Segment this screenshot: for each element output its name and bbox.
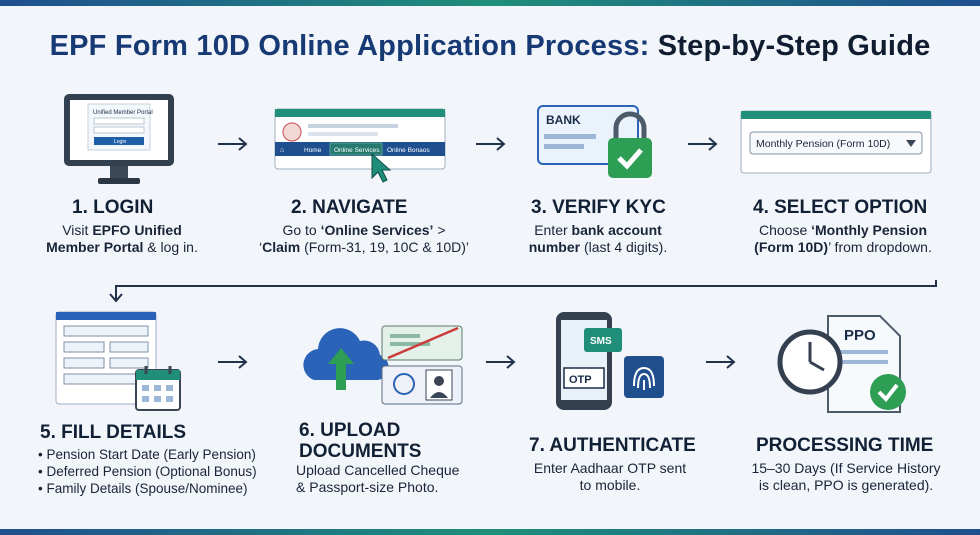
page-title: EPF Form 10D Online Application Process:… xyxy=(0,30,980,63)
step6-desc-line1: Upload Cancelled Cheque xyxy=(296,462,460,478)
bottom-accent-bar xyxy=(0,529,980,535)
portal-screen-title: Unified Member Portal xyxy=(93,110,153,116)
step3-desc-text: Enter xyxy=(534,222,572,238)
step2-desc: Go to ‘Online Services’ > ‘Claim (Form-3… xyxy=(244,222,484,256)
otp-label: OTP xyxy=(569,374,592,386)
calendar-icon xyxy=(135,366,181,411)
step8-desc-line1: 15–30 Days (If Service History xyxy=(751,460,941,476)
step1-desc-text: Visit xyxy=(62,222,93,238)
step6-title-line2: DOCUMENTS xyxy=(299,441,422,462)
step8-desc-line2: is clean, PPO is generated). xyxy=(758,477,934,493)
step6-title-line1: 6. UPLOAD xyxy=(299,420,401,441)
step6-desc-line2: & Passport-size Photo. xyxy=(296,479,439,495)
computer-icon: Unified Member Portal Login xyxy=(64,94,174,184)
bank-card-icon: BANK xyxy=(537,105,652,178)
dropdown-window-icon: Monthly Pension (Form 10D) xyxy=(740,110,932,174)
arrow-right-icon xyxy=(688,137,718,151)
step4-desc-bold2: (Form 10D) xyxy=(754,239,829,255)
cloud-upload-icon xyxy=(303,325,463,405)
arrow-right-icon xyxy=(476,137,506,151)
step3-desc-bold: bank account xyxy=(571,222,662,238)
step2-title: 2. NAVIGATE xyxy=(291,197,408,218)
step1-title: 1. LOGIN xyxy=(72,197,154,218)
step2-desc-text3: ‘ xyxy=(258,239,263,255)
step1-desc-bold2: Member Portal xyxy=(46,239,144,255)
step1-desc-bold: EPFO Unified xyxy=(92,222,182,238)
step2-desc-bold: ‘Online Services’ xyxy=(320,222,434,238)
step4-desc-text: Choose xyxy=(758,222,812,238)
step7-title: 7. AUTHENTICATE xyxy=(529,435,696,456)
step1-desc: Visit EPFO Unified Member Portal & log i… xyxy=(24,222,220,256)
title-part2: Step-by-Step Guide xyxy=(657,30,931,62)
top-accent-bar xyxy=(0,0,980,6)
list-item: Deferred Pension (Optional Bonus) xyxy=(38,463,278,480)
arrow-right-icon xyxy=(218,137,248,151)
title-part1: EPF Form 10D Online Application Process: xyxy=(49,30,650,62)
ppo-label: PPO xyxy=(844,327,876,344)
step3-desc-bold2: number xyxy=(528,239,581,255)
step3-title: 3. VERIFY KYC xyxy=(531,197,666,218)
step3-desc-text2: (last 4 digits). xyxy=(580,239,668,255)
arrow-right-icon xyxy=(218,355,248,369)
step6-title: 6. UPLOAD DOCUMENTS xyxy=(299,420,421,462)
step8-title: PROCESSING TIME xyxy=(756,435,934,456)
step6-desc: Upload Cancelled Cheque & Passport-size … xyxy=(296,462,486,496)
step5-bullets: Pension Start Date (Early Pension) Defer… xyxy=(38,446,278,497)
step2-desc-text2: > xyxy=(433,222,446,238)
nav-other-label: Online Bonaos xyxy=(387,147,430,154)
step7-desc-line1: Enter Aadhaar OTP sent xyxy=(533,460,687,476)
padlock-icon xyxy=(608,111,652,178)
step5-title: 5. FILL DETAILS xyxy=(40,422,187,443)
arrow-right-icon xyxy=(706,355,736,369)
step2-desc-bold2: Claim xyxy=(262,239,301,255)
checkmark-icon xyxy=(617,148,643,170)
browser-icon: ⌂ Home Online Services Online Bonaos xyxy=(274,108,446,183)
clock-icon xyxy=(777,329,843,395)
step7-desc: Enter Aadhaar OTP sent to mobile. xyxy=(520,460,700,494)
checkmark-icon xyxy=(870,374,906,410)
arrow-right-icon xyxy=(486,355,516,369)
step4-desc-text2: ’ from dropdown. xyxy=(828,239,932,255)
fingerprint-icon xyxy=(624,356,664,398)
list-item: Pension Start Date (Early Pension) xyxy=(38,446,278,463)
step4-desc-bold: ‘Monthly Pension xyxy=(811,222,928,238)
sms-label: SMS xyxy=(590,336,612,347)
step2-desc-text4: (Form-31, 19, 10C & 10D)’ xyxy=(300,239,470,255)
form-icon xyxy=(55,311,181,411)
chevron-down-icon xyxy=(906,140,916,147)
step2-desc-text: Go to xyxy=(282,222,321,238)
svg-text:⌂: ⌂ xyxy=(280,147,284,154)
phone-icon: SMS OTP xyxy=(556,312,664,410)
dropdown-selected-value: Monthly Pension (Form 10D) xyxy=(756,138,890,150)
document-icon: PPO xyxy=(777,315,906,413)
nav-home-label: Home xyxy=(304,147,322,154)
step7-desc-line2: to mobile. xyxy=(579,477,641,493)
step1-desc-text2: & log in. xyxy=(143,239,198,255)
step4-title: 4. SELECT OPTION xyxy=(753,197,928,218)
photo-id-icon xyxy=(381,365,463,405)
portal-login-button: Login xyxy=(114,139,126,145)
list-item: Family Details (Spouse/Nominee) xyxy=(38,480,278,497)
step3-desc: Enter bank account number (last 4 digits… xyxy=(500,222,696,256)
nav-online-services-label: Online Services xyxy=(334,147,380,154)
step4-desc: Choose ‘Monthly Pension (Form 10D)’ from… xyxy=(730,222,956,256)
cursor-icon xyxy=(371,152,392,183)
connector-arrow-icon xyxy=(109,280,937,303)
step8-desc: 15–30 Days (If Service History is clean,… xyxy=(726,460,966,494)
cheque-icon xyxy=(381,325,463,361)
bank-card-label: BANK xyxy=(546,113,581,127)
